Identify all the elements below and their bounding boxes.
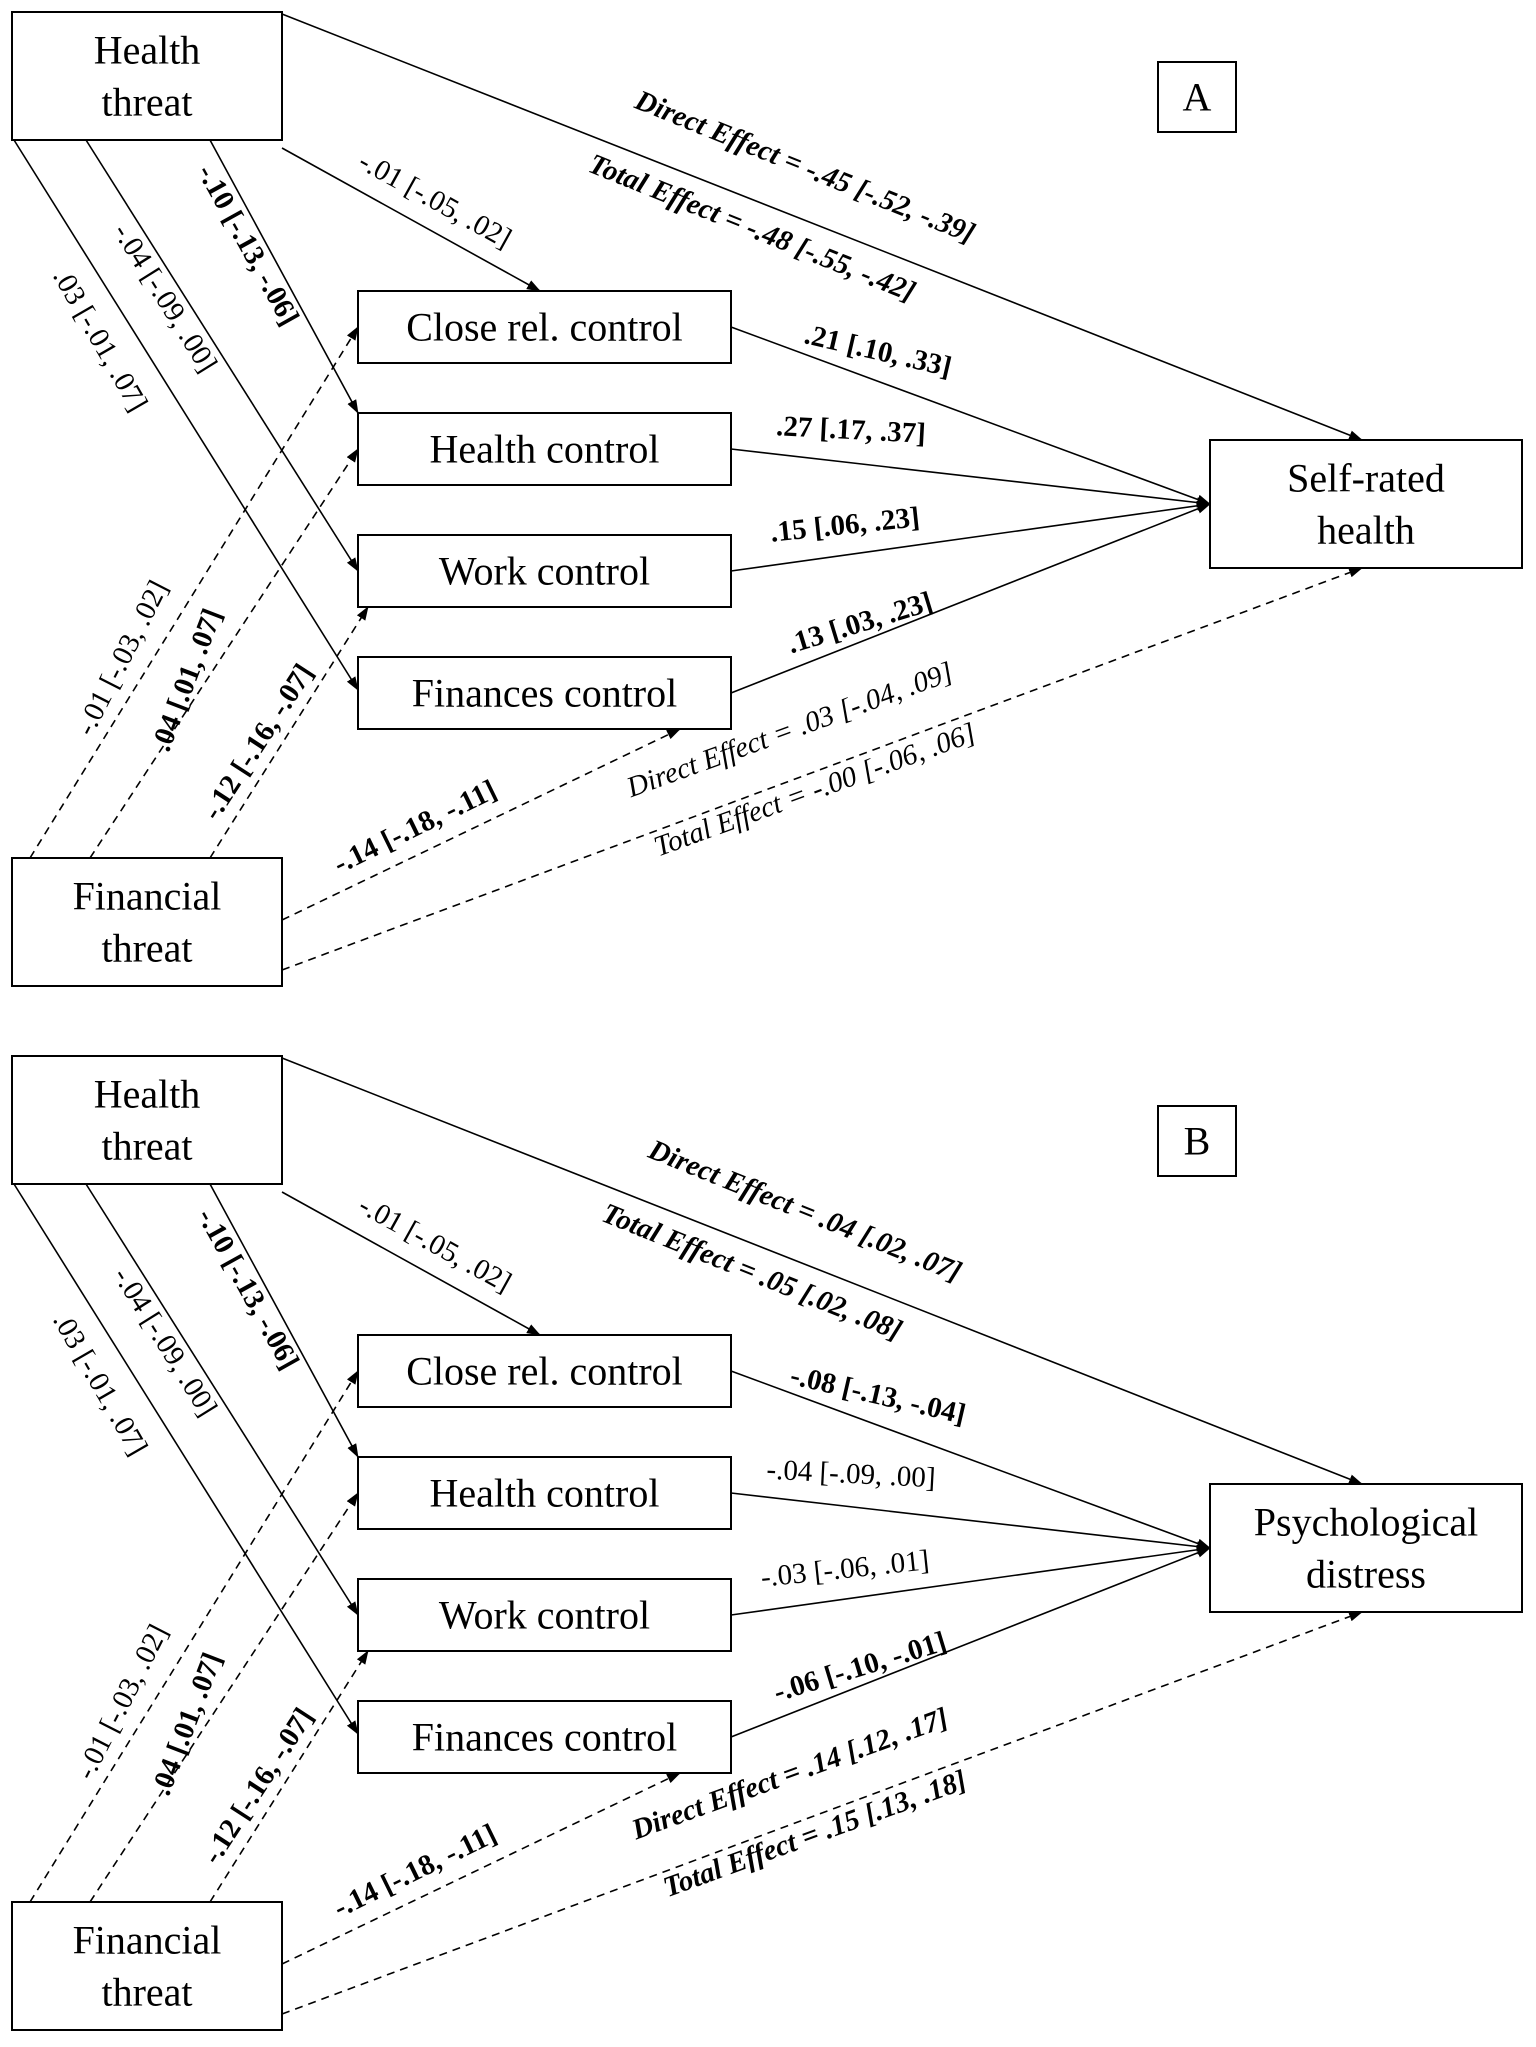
close-rel-outcome-coef: -.08 [-.13, -.04]	[787, 1359, 968, 1430]
ht-to-work-control-edge	[85, 1183, 359, 1616]
health-control-node-label-line: Health control	[430, 1471, 660, 1516]
finances-control-node: Finances control	[357, 1700, 732, 1774]
work-control-outcome-coef: .15 [.06, .23]	[769, 501, 921, 548]
ft-to-work-control-edge	[209, 1650, 369, 1903]
close-rel-outcome-coef: .21 [.10, .33]	[801, 319, 954, 384]
ht-health-control-coef: -.10 [-.13, -.06]	[191, 159, 306, 331]
outcome-node-label-line: health	[1317, 508, 1415, 553]
outcome-node: Psychological distress	[1209, 1483, 1523, 1613]
close-rel-to-outcome-edge	[730, 1370, 1211, 1549]
ht-to-outcome-edge	[281, 13, 1363, 441]
ht-health-control-coef: -.10 [-.13, -.06]	[191, 1203, 306, 1375]
financial-threat-node-label-line: Financial	[73, 1918, 222, 1963]
panel-letter: B	[1157, 1105, 1237, 1177]
panel-letter: A	[1157, 61, 1237, 133]
ft-to-close-rel-edge	[29, 1370, 359, 1903]
panel-letter-label-line: B	[1184, 1119, 1211, 1164]
financial-threat-node-label-line: threat	[101, 926, 192, 971]
finances-control-node-label-line: Finances control	[412, 671, 678, 716]
health-threat-node-label-line: Health	[94, 28, 201, 73]
ft-work-control-coef: -.12 [-.16, -.07]	[196, 1702, 320, 1869]
ft-to-close-rel-edge	[29, 326, 359, 859]
ft-to-finances-control-edge	[281, 728, 681, 921]
ft-work-control-coef: -.12 [-.16, -.07]	[196, 658, 320, 825]
work-control-to-outcome-edge	[730, 500, 1211, 572]
health-threat-node-label-line: Health	[94, 1072, 201, 1117]
ht-to-outcome-edge	[281, 1057, 1363, 1485]
close-rel-to-outcome-edge	[730, 326, 1211, 505]
ht-direct-effect: Direct Effect = -.45 [-.52, -.39]	[630, 84, 980, 250]
outcome-node-label-line: Psychological	[1254, 1500, 1478, 1545]
ft-to-finances-control-edge	[281, 1772, 681, 1965]
finances-control-to-outcome-edge	[730, 503, 1211, 694]
ft-total-effect: Total Effect = .15 [.13, .18]	[659, 1764, 971, 1904]
health-control-node: Health control	[357, 412, 732, 486]
work-control-node-label-line: Work control	[439, 549, 650, 594]
finances-control-node-label-line: Finances control	[412, 1715, 678, 1760]
ht-finances-control-coef: .03 [-.01, .07]	[46, 1307, 153, 1461]
ft-to-outcome-edge	[281, 1611, 1363, 2015]
health-threat-node-label-line: threat	[101, 80, 192, 125]
close-rel-control-node: Close rel. control	[357, 1334, 732, 1408]
outcome-node-label-line: distress	[1306, 1552, 1426, 1597]
work-control-node: Work control	[357, 534, 732, 608]
health-threat-node: Health threat	[11, 11, 283, 141]
ft-health-control-coef: .04 [.01, .07]	[145, 604, 229, 755]
health-control-node-label-line: Health control	[430, 427, 660, 472]
ft-to-health-control-edge	[89, 448, 359, 859]
ht-to-finances-control-edge	[13, 1183, 359, 1735]
finances-control-outcome-coef: -.06 [-.10, -.01]	[770, 1626, 950, 1709]
outcome-node-label-line: Self-rated	[1287, 456, 1445, 501]
close-rel-control-node: Close rel. control	[357, 290, 732, 364]
health-threat-node: Health threat	[11, 1055, 283, 1185]
health-control-outcome-coef: -.04 [-.09, .00]	[766, 1454, 937, 1495]
financial-threat-node-label-line: Financial	[73, 874, 222, 919]
panel-letter-label-line: A	[1183, 75, 1212, 120]
health-control-node: Health control	[357, 1456, 732, 1530]
ht-close-rel-coef: -.01 [-.05, .02]	[353, 145, 516, 255]
financial-threat-node: Financial threat	[11, 857, 283, 987]
ht-to-close-rel-edge	[281, 1191, 541, 1336]
finances-control-node: Finances control	[357, 656, 732, 730]
financial-threat-node: Financial threat	[11, 1901, 283, 2031]
ht-to-finances-control-edge	[13, 139, 359, 691]
health-control-to-outcome-edge	[730, 448, 1211, 508]
ht-direct-effect: Direct Effect = .04 [.02, .07]	[643, 1133, 966, 1288]
work-control-node: Work control	[357, 1578, 732, 1652]
ht-finances-control-coef: .03 [-.01, .07]	[46, 263, 153, 417]
work-control-node-label-line: Work control	[439, 1593, 650, 1638]
financial-threat-node-label-line: threat	[101, 1970, 192, 2015]
ft-total-effect: Total Effect = -.00 [-.06, .06]	[650, 717, 980, 863]
finances-control-to-outcome-edge	[730, 1547, 1211, 1738]
ht-to-work-control-edge	[85, 139, 359, 572]
ft-to-work-control-edge	[209, 606, 369, 859]
health-control-outcome-coef: .27 [.17, .37]	[775, 410, 926, 450]
ht-total-effect: Total Effect = -.48 [-.55, -.42]	[584, 148, 920, 308]
work-control-to-outcome-edge	[730, 1544, 1211, 1616]
health-threat-node-label-line: threat	[101, 1124, 192, 1169]
ft-health-control-coef: .04 [.01, .07]	[145, 1648, 229, 1799]
outcome-node: Self-rated health	[1209, 439, 1523, 569]
close-rel-control-node-label-line: Close rel. control	[406, 305, 683, 350]
health-control-to-outcome-edge	[730, 1492, 1211, 1552]
work-control-outcome-coef: -.03 [-.06, .01]	[759, 1544, 931, 1594]
close-rel-control-node-label-line: Close rel. control	[406, 1349, 683, 1394]
ht-close-rel-coef: -.01 [-.05, .02]	[353, 1189, 516, 1299]
ft-to-health-control-edge	[89, 1492, 359, 1903]
ht-to-close-rel-edge	[281, 147, 541, 292]
ft-to-outcome-edge	[281, 567, 1363, 971]
finances-control-outcome-coef: .13 [.03, .23]	[784, 586, 937, 660]
